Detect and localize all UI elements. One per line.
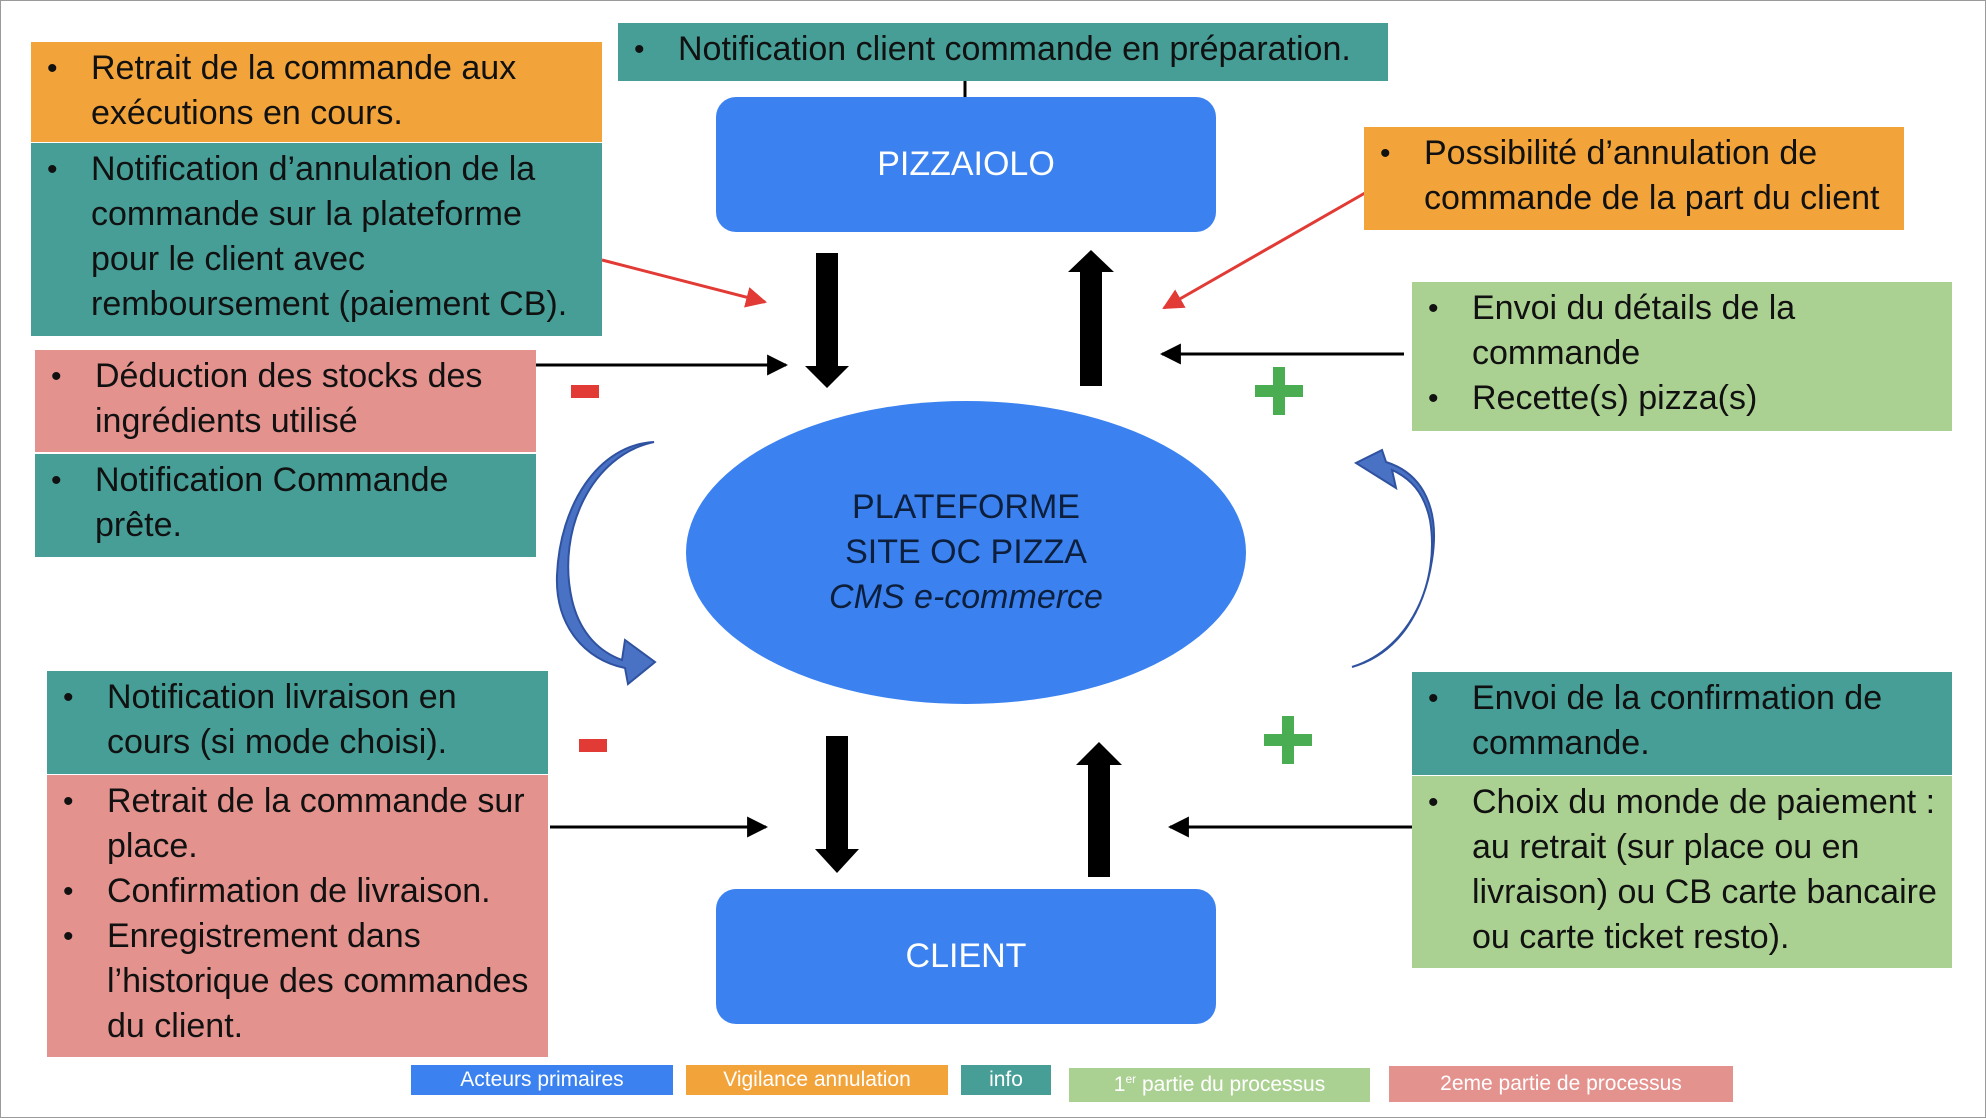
- big-arrow-pizzaiolo-down: [805, 253, 849, 388]
- legend-vigilance-annulation: Vigilance annulation: [686, 1065, 948, 1095]
- actor-client-label: CLIENT: [905, 937, 1027, 975]
- text-possibilite-annulation: Possibilité d’annulation de commande de …: [1364, 131, 1894, 221]
- text-notif-livraison: Notification livraison en cours (si mode…: [47, 675, 538, 765]
- minus-sign-bottom-left: [579, 739, 607, 752]
- box-deduction-stocks: Déduction des stocks des ingrédients uti…: [35, 350, 536, 452]
- cycle-arrow-right: [1351, 448, 1436, 668]
- text-confirmation-livraison: Confirmation de livraison.: [47, 869, 538, 914]
- text-choix-paiement: Choix du monde de paiement : au retrait …: [1412, 780, 1942, 960]
- text-envoi-confirmation: Envoi de la confirmation de commande.: [1412, 676, 1942, 766]
- legend-vigilance-label: Vigilance annulation: [723, 1068, 911, 1091]
- legend-premiere-partie: 1er partie du processus: [1069, 1068, 1370, 1102]
- legend-info: info: [961, 1065, 1051, 1095]
- text-top-notification: Notification client commande en préparat…: [618, 27, 1378, 72]
- legend-partie1-num: 1: [1113, 1073, 1126, 1096]
- box-possibilite-annulation: Possibilité d’annulation de commande de …: [1364, 127, 1904, 230]
- text-retrait-execution: Retrait de la commande aux exécutions en…: [31, 46, 592, 136]
- legend-acteurs-primaires: Acteurs primaires: [411, 1065, 673, 1095]
- red-arrow-annulation-left: [601, 258, 768, 308]
- legend-partie2-label: 2eme partie de processus: [1440, 1072, 1682, 1095]
- minus-sign-top-left: [571, 385, 599, 398]
- box-notif-prete: Notification Commande prête.: [35, 454, 536, 557]
- text-retrait-place: Retrait de la commande sur place.: [47, 779, 538, 869]
- legend-deuxieme-partie: 2eme partie de processus: [1389, 1066, 1733, 1102]
- box-notif-annulation: Notification d’annulation de la commande…: [31, 143, 602, 336]
- actor-pizzaiolo: PIZZAIOLO: [716, 97, 1216, 232]
- red-arrow-annulation-right: [1162, 191, 1366, 310]
- box-choix-paiement: Choix du monde de paiement : au retrait …: [1412, 776, 1952, 968]
- legend-info-label: info: [989, 1068, 1023, 1091]
- plus-sign-top-right: [1255, 367, 1303, 415]
- plus-sign-bottom-right: [1264, 716, 1312, 764]
- platform-ellipse: PLATEFORME SITE OC PIZZA CMS e-commerce: [686, 401, 1246, 704]
- big-arrow-up-to-pizzaiolo: [1068, 250, 1114, 386]
- platform-site: SITE OC PIZZA: [845, 533, 1087, 571]
- legend-partie1-sup: er: [1125, 1072, 1137, 1086]
- actor-pizzaiolo-label: PIZZAIOLO: [877, 145, 1055, 183]
- cycle-arrow-left: [555, 441, 657, 686]
- big-arrow-client-up: [1076, 742, 1122, 877]
- box-retrait-livraison: Retrait de la commande sur place. Confir…: [47, 775, 548, 1057]
- actor-client: CLIENT: [716, 889, 1216, 1024]
- platform-cms: CMS e-commerce: [829, 578, 1103, 616]
- text-envoi-details: Envoi du détails de la commande: [1412, 286, 1942, 376]
- text-deduction-stocks: Déduction des stocks des ingrédients uti…: [35, 354, 526, 444]
- platform-title: PLATEFORME: [852, 488, 1080, 526]
- text-recettes: Recette(s) pizza(s): [1412, 376, 1942, 421]
- text-notif-annulation: Notification d’annulation de la commande…: [31, 147, 592, 327]
- box-notif-livraison: Notification livraison en cours (si mode…: [47, 671, 548, 774]
- box-details-commande: Envoi du détails de la commande Recette(…: [1412, 282, 1952, 431]
- text-enregistrement: Enregistrement dans l’historique des com…: [47, 914, 538, 1049]
- legend-partie1-text: partie du processus: [1136, 1073, 1326, 1096]
- box-retrait-execution: Retrait de la commande aux exécutions en…: [31, 42, 602, 142]
- box-top-notification: Notification client commande en préparat…: [618, 23, 1388, 81]
- legend-acteurs-label: Acteurs primaires: [460, 1068, 624, 1091]
- text-notif-prete: Notification Commande prête.: [35, 458, 526, 548]
- big-arrow-down-to-client: [815, 736, 859, 873]
- box-envoi-confirmation: Envoi de la confirmation de commande.: [1412, 672, 1952, 775]
